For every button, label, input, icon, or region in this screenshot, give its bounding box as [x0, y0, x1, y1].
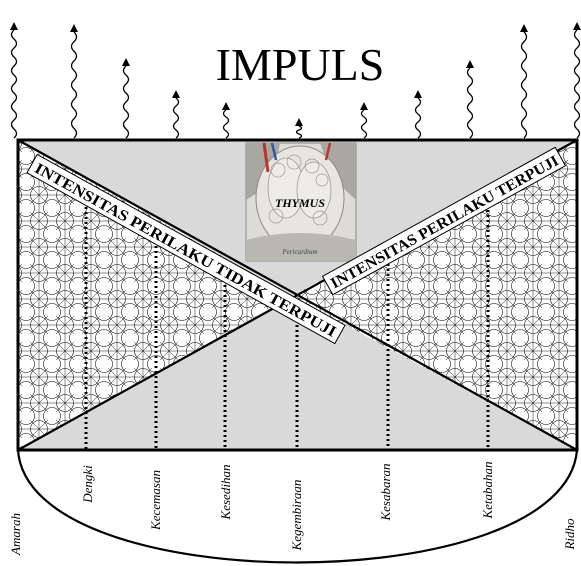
scale-label-ridho: Ridho	[562, 518, 577, 551]
impulse-squiggle	[466, 67, 474, 139]
impulse-squiggle	[122, 65, 130, 139]
scale-label-ketabahan: Ketabahan	[480, 461, 495, 519]
impulse-squiggle	[10, 29, 18, 139]
impulse-squiggle	[573, 29, 581, 139]
impulse-arrowhead	[520, 24, 528, 32]
impulse-arrowhead	[10, 22, 18, 30]
impulse-arrowhead	[122, 58, 130, 66]
impulse-squiggle	[295, 125, 303, 139]
thymus-label: THYMUS	[275, 196, 325, 210]
impulse-squiggle	[222, 109, 230, 139]
scale-label-kegembiraan: Kegembiraan	[289, 480, 304, 552]
scale-label-kecemasan: Kecemasan	[148, 470, 163, 531]
scale-label-dengki: Dengki	[80, 465, 95, 504]
diagram-title: IMPULS	[216, 39, 385, 90]
impulse-arrowhead	[466, 60, 474, 68]
impulse-arrowhead	[573, 22, 581, 30]
impulse-arrowhead	[70, 24, 78, 32]
scale-arc	[16, 449, 579, 564]
right-mesh-triangle	[292, 140, 577, 450]
scale-label-kesedihan: Kesedihan	[218, 465, 233, 521]
scale-label-kesabaran: Kesabaran	[378, 463, 393, 521]
scale-label-amarah: Amarah	[8, 513, 23, 556]
scale-labels: Amarah Dengki Kecemasan Kesedihan Kegemb…	[8, 461, 577, 555]
impulse-squiggle	[520, 31, 528, 139]
pericardium-label: Pericardium	[281, 248, 317, 256]
impulse-squiggle	[360, 109, 368, 139]
impulse-arrowhead	[295, 118, 303, 126]
impulse-squiggle	[172, 97, 180, 139]
impulse-arrows	[10, 22, 581, 139]
intensity-lines	[84, 190, 490, 450]
impulse-arrowhead	[172, 90, 180, 98]
thymus-illustration: THYMUS Pericardium	[245, 142, 357, 262]
impulse-squiggle	[414, 97, 422, 139]
impulse-squiggle	[70, 31, 78, 139]
impulse-arrowhead	[360, 102, 368, 110]
impulse-arrowhead	[222, 102, 230, 110]
impulse-arrowhead	[414, 90, 422, 98]
main-box-border	[16, 138, 579, 452]
